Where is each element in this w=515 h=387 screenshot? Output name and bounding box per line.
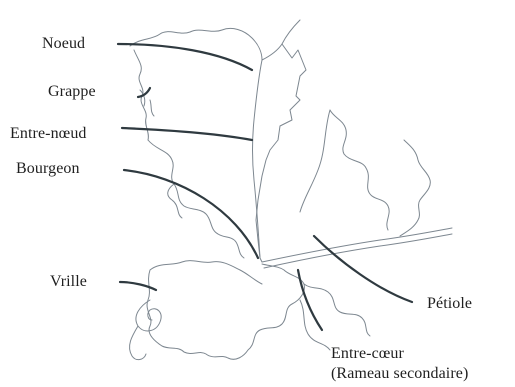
label-entre-noeud: Entre-nœud: [10, 125, 87, 143]
label-rameau-secondaire: (Rameau secondaire): [331, 365, 468, 383]
leader-vrille: [120, 282, 156, 290]
leader-entre-noeud: [122, 128, 252, 140]
lower-right-leaf: [300, 284, 370, 350]
label-petiole: Pétiole: [427, 295, 472, 313]
tendril-curl: [130, 300, 162, 360]
petiole-branch: [262, 228, 452, 268]
upper-leaf-outline: [130, 20, 300, 140]
leader-noeud: [118, 44, 252, 70]
label-noeud: Noeud: [42, 35, 85, 53]
upper-right-leaf: [256, 44, 306, 258]
label-entre-coeur: Entre-cœur: [331, 345, 404, 363]
label-grappe: Grappe: [48, 83, 96, 101]
vine-sketch: [130, 20, 452, 360]
right-leaf-outline: [300, 110, 430, 236]
grape-cluster-outline: [148, 140, 244, 258]
label-vrille: Vrille: [50, 273, 87, 291]
lower-leaf-outline: [147, 261, 304, 360]
leader-entre-coeur: [298, 270, 322, 330]
label-bourgeon: Bourgeon: [16, 160, 80, 178]
leader-grappe: [138, 88, 150, 97]
